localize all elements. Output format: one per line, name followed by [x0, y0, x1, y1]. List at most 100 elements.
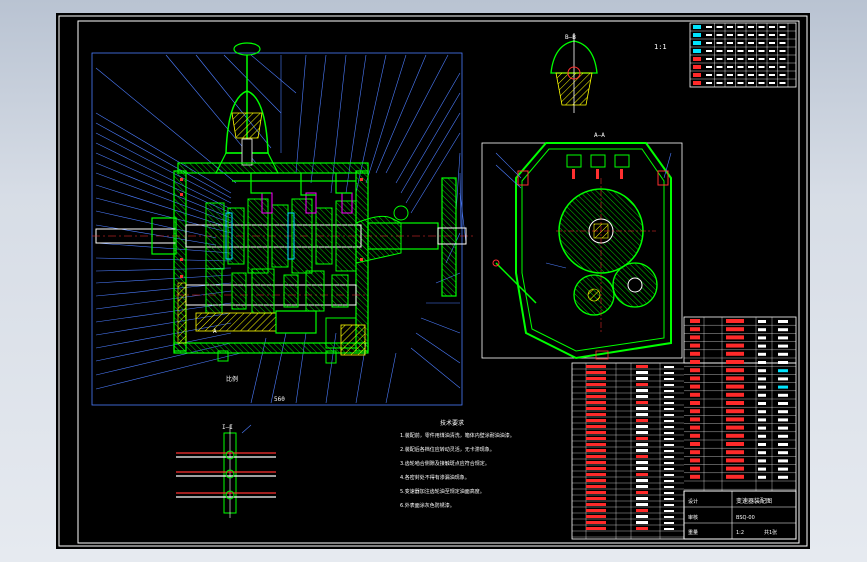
table-cell-text: [778, 328, 788, 332]
table-cell-text: [690, 474, 700, 479]
table-cell-text: [636, 389, 648, 392]
table-cell-text: [690, 417, 700, 422]
table-cell-text: [636, 371, 648, 374]
table-cell-text: [693, 81, 701, 85]
drawing-number: BSQ-00: [736, 515, 755, 521]
inner-frame: [77, 20, 800, 544]
main-section-view: 比例 560 A: [91, 42, 476, 406]
table-cell-text: [778, 320, 788, 323]
table-cell-text: [636, 515, 648, 518]
table-cell-text: [636, 401, 648, 404]
table-cell-text: [636, 413, 648, 416]
section-a-label: A—A: [594, 132, 605, 139]
table-cell-text: [636, 479, 648, 482]
table-cell-text: [778, 434, 788, 438]
table-cell-text: [636, 527, 648, 530]
table-cell-text: [737, 66, 744, 68]
table-cell-text: [664, 366, 674, 368]
table-cell-text: [748, 34, 754, 36]
table-cell-text: [727, 66, 733, 68]
table-cell-text: [586, 407, 606, 410]
top-bolts: [566, 154, 630, 168]
check-label: 审核: [688, 514, 698, 521]
table-cell-text: [758, 402, 766, 405]
table-cell-text: [586, 497, 606, 500]
table-cell-text: [586, 371, 606, 374]
table-cell-text: [706, 82, 712, 84]
table-cell-text: [636, 473, 648, 476]
table-cell-text: [726, 474, 744, 479]
table-cell-text: [727, 34, 733, 36]
weight-label: 重量: [688, 529, 698, 536]
table-cell-text: [769, 82, 775, 84]
table-cell-text: [727, 58, 733, 60]
note-line-1: 1.装配前，零件用煤油清洗，箱体内壁涂耐油油漆。: [400, 432, 515, 439]
table-cell-text: [664, 414, 674, 416]
table-cell-text: [586, 413, 606, 416]
table-cell-text: [778, 361, 788, 364]
table-cell-text: [769, 34, 775, 36]
table-cell-text: [586, 527, 606, 530]
table-cell-text: [726, 368, 744, 373]
table-cell-text: [779, 82, 786, 84]
table-cell-text: [636, 377, 648, 380]
table-cell-text: [586, 437, 606, 440]
table-cell-text: [727, 74, 733, 76]
detail-label: I—I: [222, 424, 233, 431]
table-cell-text: [690, 442, 700, 446]
table-cell-text: [664, 480, 674, 482]
table-cell-text: [726, 343, 744, 348]
table-cell-text: [748, 58, 754, 60]
table-cell-text: [779, 74, 786, 76]
table-cell-text: [706, 42, 712, 44]
table-cell-text: [726, 351, 744, 356]
table-cell-text: [779, 42, 786, 44]
table-cell-text: [726, 433, 744, 438]
table-cell-text: [726, 392, 744, 397]
table-cell-text: [586, 515, 606, 518]
table-cell-text: [726, 401, 744, 405]
table-cell-text: [758, 443, 766, 446]
drawing-name: 变速器装配图: [736, 497, 772, 505]
main-scale-tag: A: [213, 328, 217, 335]
table-cell-text: [636, 419, 648, 422]
table-cell-text: [758, 426, 766, 430]
note-line-2: 2.装配后各档位应转动灵活，无卡滞现象。: [400, 446, 495, 453]
section-a-view: A—A: [481, 132, 683, 360]
table-cell-text: [716, 34, 723, 36]
table-cell-text: [664, 498, 674, 500]
table-cell-text: [664, 516, 674, 518]
table-cell-text: [586, 395, 606, 398]
table-cell-text: [690, 343, 700, 348]
section-b-label: B—B: [565, 34, 576, 41]
table-cell-text: [636, 503, 648, 506]
table-cell-text: [664, 372, 674, 374]
table-cell-text: [664, 474, 674, 476]
table-cell-text: [693, 73, 701, 77]
table-cell-text: [748, 74, 754, 76]
table-cell-text: [690, 433, 700, 438]
table-cell-text: [758, 74, 765, 76]
table-cell-text: [778, 402, 788, 405]
table-cell-text: [769, 26, 775, 28]
note-line-3: 3.齿轮啮合侧隙及接触斑点应符合规定。: [400, 460, 490, 467]
table-cell-text: [586, 383, 606, 386]
table-cell-text: [706, 66, 712, 68]
table-cell-text: [664, 522, 674, 524]
gear-stack-lower: [205, 268, 349, 314]
table-cell-text: [758, 361, 766, 364]
table-cell-text: [693, 41, 701, 45]
table-cell-text: [726, 376, 744, 381]
table-cell-text: [693, 65, 701, 69]
table-cell-text: [636, 425, 648, 428]
table-cell-text: [690, 450, 700, 455]
table-cell-text: [664, 528, 674, 530]
table-cell-text: [758, 385, 766, 389]
table-cell-text: [779, 26, 786, 28]
table-cell-text: [758, 82, 765, 84]
table-cell-text: [586, 449, 606, 452]
table-cell-text: [716, 50, 723, 52]
table-cell-text: [690, 401, 700, 405]
table-cell-text: [758, 50, 765, 52]
table-cell-text: [726, 450, 744, 455]
